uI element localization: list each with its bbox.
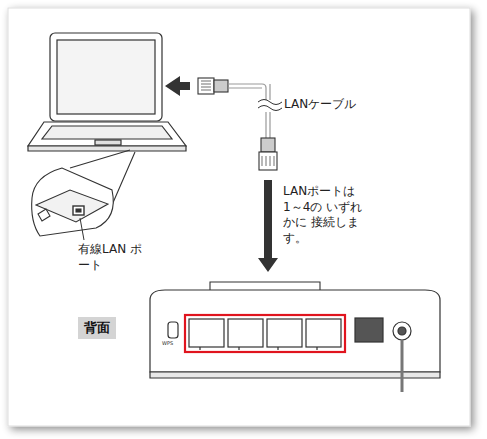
lan-plug	[198, 78, 228, 94]
router	[150, 290, 440, 378]
highlight-box	[185, 315, 345, 352]
node-text: 背面	[84, 319, 110, 337]
frame	[8, 8, 470, 426]
annotation: 有線LAN ポート	[78, 242, 142, 273]
lan-cable	[228, 84, 270, 138]
port-zoom	[32, 150, 135, 236]
annotation: LANポートは 1～4の いずれかに 接続します。	[283, 184, 365, 246]
laptop	[28, 33, 186, 151]
leader-line	[80, 218, 84, 240]
arrow	[258, 180, 278, 272]
cable-break	[258, 100, 282, 111]
arrow	[165, 76, 190, 96]
power-cord	[401, 340, 404, 392]
button-label: WPS	[162, 340, 188, 347]
caption-box: 背面	[78, 317, 116, 339]
annotation: LANケーブル	[284, 97, 404, 113]
lan-plug	[259, 138, 277, 170]
